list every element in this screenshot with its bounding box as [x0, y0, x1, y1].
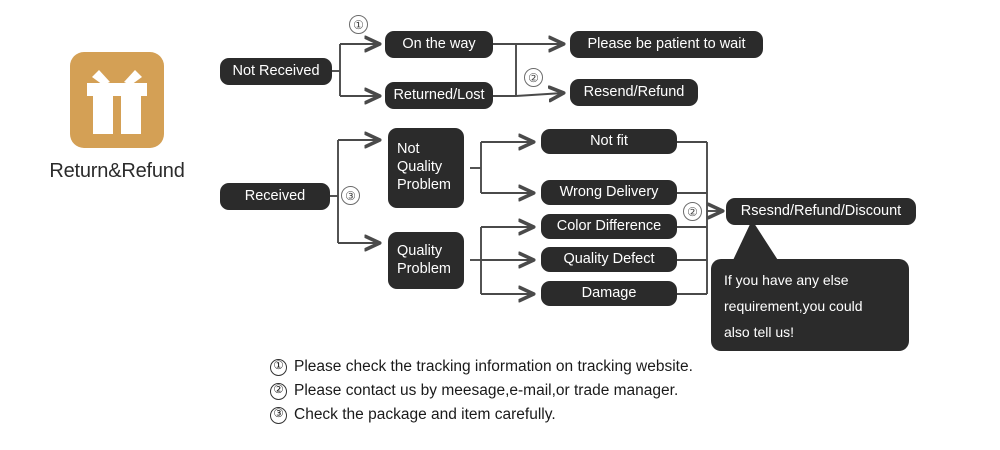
node-resend-refund[interactable]: Resend/Refund — [570, 79, 698, 106]
node-color-difference[interactable]: Color Difference — [541, 214, 677, 239]
node-label: Not fit — [590, 132, 628, 149]
node-damage[interactable]: Damage — [541, 281, 677, 306]
node-label: Received — [244, 187, 306, 204]
node-label: Damage — [581, 284, 637, 301]
node-be-patient[interactable]: Please be patient to wait — [570, 31, 763, 58]
brand-label: Return&Refund — [49, 160, 185, 182]
node-label: Quality Defect — [563, 250, 655, 267]
node-label-line: Quality — [397, 242, 443, 259]
marker-three: ③ — [341, 186, 360, 205]
node-on-the-way[interactable]: On the way — [385, 31, 493, 58]
node-label: On the way — [402, 35, 476, 52]
legend-notes: ① Please check the tracking information … — [270, 358, 910, 430]
node-returned-lost[interactable]: Returned/Lost — [385, 82, 493, 109]
node-label-line: Problem — [397, 260, 451, 277]
node-not-received[interactable]: Not Received — [220, 58, 332, 85]
node-label: Color Difference — [556, 217, 662, 234]
node-label: Please be patient to wait — [587, 35, 746, 52]
legend-item: ① Please check the tracking information … — [270, 358, 910, 376]
marker-one: ① — [349, 15, 368, 34]
legend-marker: ② — [270, 382, 287, 400]
bubble-line: also tell us! — [724, 323, 795, 340]
legend-text: Check the package and item carefully. — [294, 406, 556, 423]
gift-box-glyph — [87, 70, 147, 134]
node-label: Resend/Refund — [583, 83, 685, 100]
marker-label: ① — [353, 17, 364, 32]
node-label-line: Problem — [397, 176, 451, 193]
node-label: Rsesnd/Refund/Discount — [740, 202, 902, 219]
node-label: Wrong Delivery — [559, 183, 659, 200]
node-quality-defect[interactable]: Quality Defect — [541, 247, 677, 272]
node-final-outcome[interactable]: Rsesnd/Refund/Discount — [726, 198, 916, 225]
marker-label: ② — [687, 204, 698, 219]
node-label-line: Not — [397, 141, 420, 158]
node-received[interactable]: Received — [220, 183, 330, 210]
bubble-line: requirement,you could — [724, 297, 863, 314]
legend-item: ② Please contact us by meesage,e-mail,or… — [270, 382, 910, 400]
node-label: Not Received — [232, 62, 320, 79]
legend-marker: ③ — [270, 406, 287, 424]
bubble-line: If you have any else — [724, 272, 849, 288]
node-quality-problem[interactable]: Quality Problem — [388, 232, 464, 289]
marker-two-top: ② — [524, 68, 543, 87]
node-not-fit[interactable]: Not fit — [541, 129, 677, 154]
info-speech-bubble: If you have any else requirement,you cou… — [711, 259, 909, 351]
legend-item: ③ Check the package and item carefully. — [270, 406, 910, 424]
legend-marker: ① — [270, 358, 287, 376]
node-not-quality-problem[interactable]: Not Quality Problem — [388, 128, 464, 208]
marker-label: ③ — [345, 188, 356, 203]
legend-text: Please contact us by meesage,e-mail,or t… — [294, 382, 679, 399]
node-wrong-delivery[interactable]: Wrong Delivery — [541, 180, 677, 205]
marker-label: ② — [528, 70, 539, 85]
legend-text: Please check the tracking information on… — [294, 358, 693, 375]
node-label: Returned/Lost — [393, 86, 485, 103]
node-label-line: Quality — [397, 159, 443, 176]
gift-icon — [70, 52, 164, 148]
marker-two-bottom: ② — [683, 202, 702, 221]
